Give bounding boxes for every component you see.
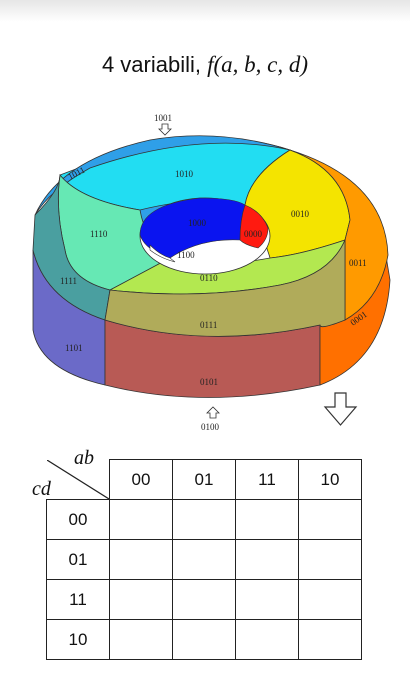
region-label-1101: 1101: [65, 343, 83, 353]
kmap-cell: [235, 499, 299, 540]
torus-region-1111: [32, 174, 111, 321]
kmap-cell: [172, 499, 236, 540]
torus-region-0111: [104, 239, 346, 337]
pointer-label-bottom: 0100: [201, 422, 220, 432]
torus-inner-0000: [239, 204, 269, 249]
karnaugh-map: 00 01 11 10 00 01 11 10: [46, 459, 362, 660]
row-variable-label: cd: [32, 478, 51, 500]
region-label-0000: 0000: [244, 229, 263, 239]
kmap-cell: [298, 539, 362, 580]
kmap-corner: [46, 459, 110, 500]
kmap-cell: [109, 499, 173, 540]
title-text: 4 variabili,: [101, 52, 208, 77]
region-label-0010: 0010: [291, 209, 310, 219]
page-title: 4 variabili, f(a, b, c, d): [0, 52, 410, 78]
kmap-cell: [109, 579, 173, 620]
kmap-cell: [235, 619, 299, 660]
kmap-cell: [172, 579, 236, 620]
kmap-cell: [172, 619, 236, 660]
region-label-1000: 1000: [188, 218, 207, 228]
kmap-cell: [235, 579, 299, 620]
row-header-10: 10: [46, 619, 110, 660]
region-label-0110: 0110: [200, 273, 218, 283]
kmap-cell: [172, 539, 236, 580]
col-header-10: 10: [298, 459, 362, 500]
kmap-cell: [298, 579, 362, 620]
bottom-pointer-icon: [206, 406, 220, 419]
region-label-1111: 1111: [60, 276, 77, 286]
row-header-00: 00: [46, 499, 110, 540]
col-variable-label: ab: [74, 447, 94, 469]
kmap-cell: [109, 539, 173, 580]
torus-diagram: 1001 0100 1011 1010 0010 0011 0001 1110 …: [32, 113, 391, 432]
title-formula: f(a, b, c, d): [207, 52, 309, 77]
kmap-cell: [298, 499, 362, 540]
region-label-1110: 1110: [90, 229, 108, 239]
col-header-00: 00: [109, 459, 173, 500]
kmap-cell: [235, 539, 299, 580]
row-header-11: 11: [46, 579, 110, 620]
col-header-11: 11: [235, 459, 299, 500]
kmap-cell: [109, 619, 173, 660]
region-label-1010: 1010: [175, 169, 194, 179]
top-fade: [0, 0, 410, 22]
torus-inner-1100: [149, 244, 176, 263]
corner-diagonal: [46, 459, 109, 499]
top-pointer-icon: [158, 123, 172, 136]
region-label-0101: 0101: [200, 377, 218, 387]
region-label-0111: 0111: [200, 320, 217, 330]
row-header-01: 01: [46, 539, 110, 580]
region-label-0011: 0011: [349, 258, 367, 268]
down-arrow-icon: [323, 392, 358, 426]
kmap-cell: [298, 619, 362, 660]
col-header-01: 01: [172, 459, 236, 500]
pointer-label-top: 1001: [154, 113, 172, 123]
region-label-1100: 1100: [177, 250, 195, 260]
